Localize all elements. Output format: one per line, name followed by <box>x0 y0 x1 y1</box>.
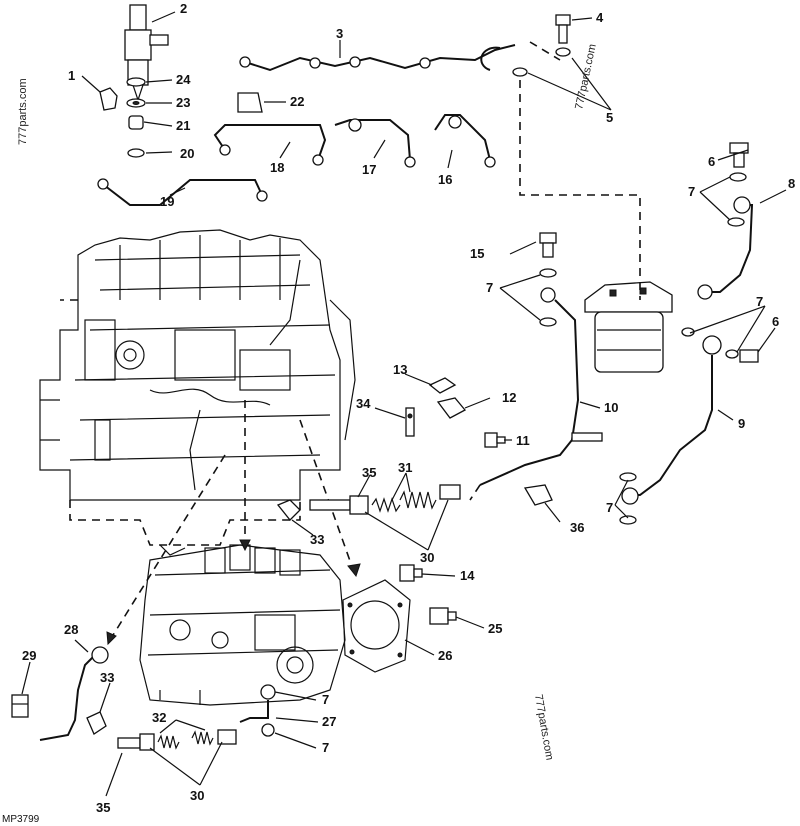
elbow-33-upper <box>276 499 301 521</box>
callout-1: 1 <box>68 68 75 83</box>
clamp-13 <box>428 377 457 394</box>
callout-33-lower: 33 <box>100 670 114 685</box>
engine-block <box>39 229 356 556</box>
callout-3: 3 <box>336 26 343 41</box>
fitting-29 <box>11 694 29 718</box>
injection-line-18 <box>213 124 327 166</box>
clamp-12 <box>436 397 467 419</box>
callout-28: 28 <box>64 622 78 637</box>
banjo-bolt-4 <box>555 14 571 44</box>
washers-7-mid <box>539 268 557 327</box>
right-side-fittings <box>681 327 759 363</box>
arrow-heads <box>106 539 361 646</box>
callout-32: 32 <box>152 710 166 725</box>
washer-23 <box>126 98 146 108</box>
fuel-filter <box>584 281 673 373</box>
callout-7-bottom-b: 7 <box>322 740 329 755</box>
callout-36: 36 <box>570 520 584 535</box>
fuel-line-28 <box>39 646 109 741</box>
callout-27: 27 <box>322 714 336 729</box>
callout-13: 13 <box>393 362 407 377</box>
callout-2: 2 <box>180 1 187 16</box>
watermark-left: 777parts.com <box>17 78 29 145</box>
plug-25 <box>429 607 457 625</box>
callout-10: 10 <box>604 400 618 415</box>
watermark-bottom: 777parts.com <box>532 693 555 761</box>
callout-34: 34 <box>356 396 371 411</box>
callout-19: 19 <box>160 194 174 209</box>
fuel-line-8 <box>697 196 754 300</box>
callout-21: 21 <box>176 118 190 133</box>
callout-7-bottom-a: 7 <box>322 692 329 707</box>
callout-labels: 1 2 3 4 5 6 6 7 7 7 7 7 7 8 9 10 11 12 1… <box>22 1 795 815</box>
callout-11: 11 <box>516 433 530 448</box>
fuel-line-9 <box>619 355 713 525</box>
callout-24: 24 <box>176 72 191 87</box>
callout-7-right: 7 <box>756 294 763 309</box>
guide-lines <box>109 41 641 641</box>
callout-7-mid: 7 <box>486 280 493 295</box>
screw-11 <box>484 432 506 448</box>
banjo-bolt-15 <box>539 232 557 258</box>
callout-30-upper: 30 <box>420 550 434 565</box>
injection-line-16 <box>434 114 496 168</box>
callout-30-lower: 30 <box>190 788 204 803</box>
callout-16: 16 <box>438 172 452 187</box>
callout-22: 22 <box>290 94 304 109</box>
callout-8: 8 <box>788 176 795 191</box>
callout-7-upper-right: 7 <box>688 184 695 199</box>
clamp-22 <box>237 92 263 113</box>
callout-25: 25 <box>488 621 502 636</box>
plug-14 <box>399 564 423 582</box>
callout-12: 12 <box>502 390 516 405</box>
callout-26: 26 <box>438 648 452 663</box>
drawing-code: MP3799 <box>2 814 40 825</box>
callout-5: 5 <box>606 110 613 125</box>
callout-20: 20 <box>180 146 194 161</box>
callout-6-lower: 6 <box>772 314 779 329</box>
washers-7-upper-right <box>727 172 747 227</box>
callout-29: 29 <box>22 648 36 663</box>
seal-24 <box>126 77 146 87</box>
callout-4: 4 <box>596 10 604 25</box>
callout-23: 23 <box>176 95 190 110</box>
injection-line-17 <box>334 118 416 168</box>
callout-35-lower: 35 <box>96 800 110 815</box>
gasket-26 <box>342 579 411 673</box>
callout-15: 15 <box>470 246 484 261</box>
washer-20 <box>127 148 145 158</box>
valve-assembly-upper <box>309 484 461 515</box>
callout-35-upper: 35 <box>362 465 376 480</box>
callout-33-upper: 33 <box>310 532 324 547</box>
injection-pump <box>139 544 346 706</box>
callout-7-lower-right: 7 <box>606 500 613 515</box>
leader-lines <box>21 11 787 797</box>
watermark-top-right: 777parts.com <box>573 43 599 111</box>
bracket-36 <box>523 484 553 506</box>
callout-18: 18 <box>270 160 284 175</box>
callout-17: 17 <box>362 162 376 177</box>
callout-14: 14 <box>460 568 475 583</box>
clip-34 <box>405 407 415 437</box>
injection-line-19 <box>97 178 268 206</box>
callout-9: 9 <box>738 416 745 431</box>
callout-31: 31 <box>398 460 412 475</box>
callout-6-upper: 6 <box>708 154 715 169</box>
injector-2 <box>124 4 169 102</box>
elbow-33-lower <box>86 711 107 735</box>
cap-1 <box>99 87 118 111</box>
fuel-line-10 <box>479 299 603 486</box>
banjo-fitting-27 <box>239 684 276 737</box>
sleeve-21 <box>128 115 144 130</box>
washers-5 <box>512 47 571 77</box>
valve-assembly-lower <box>117 729 237 751</box>
injection-line-3 <box>239 44 516 72</box>
